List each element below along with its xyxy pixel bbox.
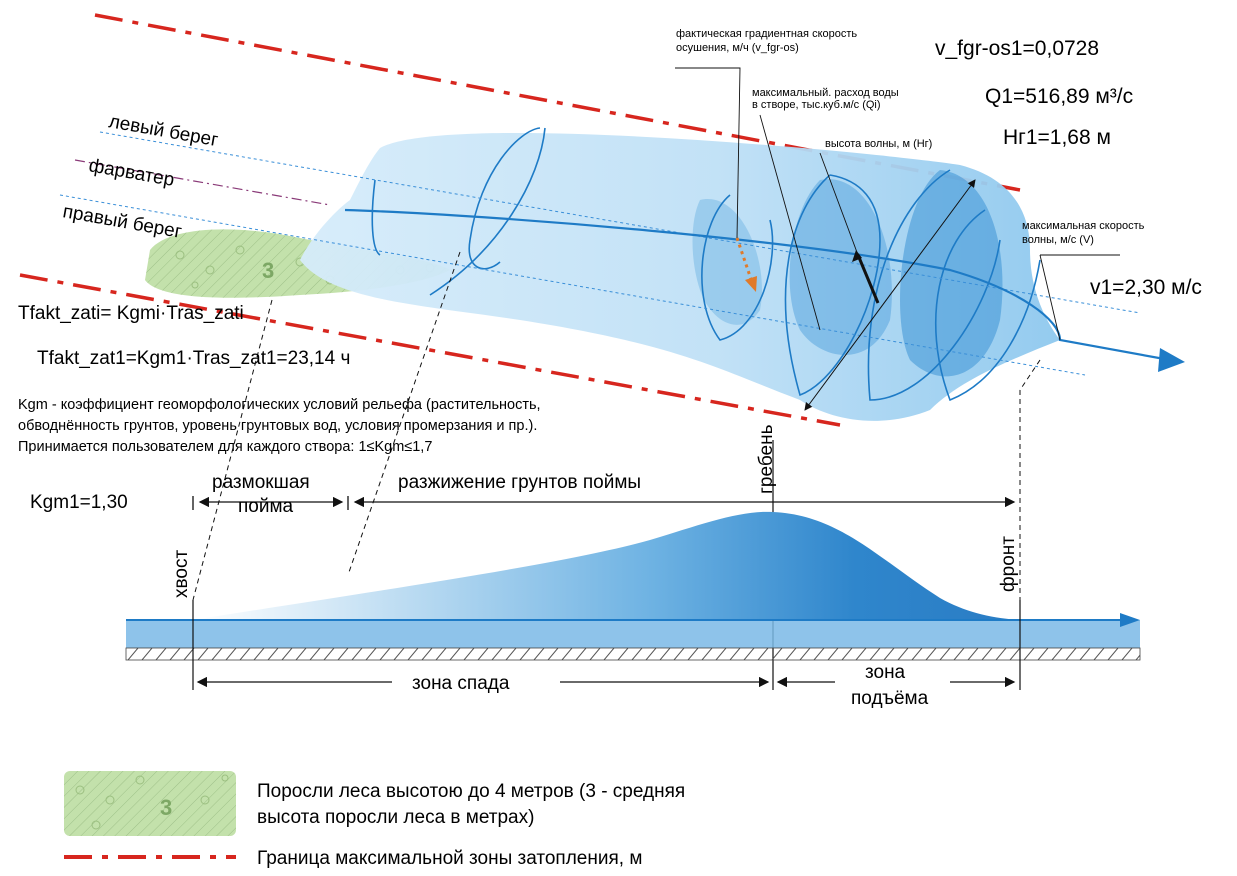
flood-wave-body	[300, 133, 1060, 421]
legend-forest-line2: высота поросли леса в метрах)	[257, 807, 534, 828]
v-value: v1=2,30 м/с	[1090, 276, 1202, 299]
leader-lines	[675, 67, 1120, 341]
liquefaction-label: разжижение грунтов поймы	[398, 472, 641, 493]
bank-lines	[59, 131, 1141, 376]
h-value: Hг1=1,68 м	[1003, 126, 1111, 149]
v-caption-line2: волны, м/с (V)	[1022, 234, 1094, 246]
v-caption-line1: максимальная скорость	[1022, 220, 1145, 232]
legend-forest-number: 3	[160, 795, 172, 820]
q-value: Q1=516,89 м³/с	[985, 85, 1133, 108]
crest-label: гребень	[756, 424, 777, 494]
q-caption-line1: максимальный. расход воды	[752, 87, 899, 99]
flood-boundary-lines	[19, 13, 1021, 427]
tail-label: хвост	[171, 550, 192, 598]
formula-specific: Tfakt_zat1=Kgm1·Tras_zat1=23,14 ч	[37, 348, 350, 369]
ground-strip	[125, 647, 1141, 661]
legend-forest-line1: Поросли леса высотою до 4 метров (3 - ср…	[257, 781, 685, 802]
wave-profile	[193, 511, 1020, 620]
legend-flood-boundary-label: Граница максимальной зоны затопления, м	[257, 848, 642, 869]
rise-zone-line1: зона	[865, 662, 906, 683]
soaked-floodplain-line2: пойма	[238, 496, 294, 517]
kgm-desc-line1: Kgm - коэффициент геоморфологических усл…	[18, 397, 541, 413]
legend-forest-swatch	[64, 771, 236, 836]
front-label: фронт	[998, 536, 1019, 592]
kgm-value: Kgm1=1,30	[30, 492, 128, 513]
fall-zone-label: зона спада	[412, 673, 510, 694]
projection-lines	[192, 251, 1041, 620]
left-bank-label: левый берег	[107, 111, 220, 151]
v-fgr-caption-line1: фактическая градиентная скорость	[676, 28, 857, 40]
v-fgr-value: v_fgr-os1=0,0728	[935, 37, 1099, 60]
crest-width-arrow	[804, 179, 976, 411]
flow-arrowhead-icon	[1158, 348, 1185, 372]
river-strip	[126, 620, 1140, 648]
forest-height-number: 3	[262, 258, 274, 283]
kgm-desc-line3: Принимается пользователем для каждого ст…	[18, 439, 432, 455]
rise-zone-line2: подъёма	[851, 688, 929, 709]
h-caption: высота волны, м (Hг)	[825, 138, 932, 150]
soaked-floodplain-line1: размокшая	[212, 472, 310, 493]
drying-gradient-arrow	[735, 237, 754, 283]
zone-arrows-top	[192, 496, 1016, 510]
v-fgr-caption-line2: осушения, м/ч (v_fgr-os)	[676, 42, 799, 54]
formula-general: Tfakt_zati= Kgmi·Tras_zati	[18, 303, 244, 324]
kgm-desc-line2: обводнённость грунтов, уровень грунтовых…	[18, 418, 537, 434]
q-caption-line2: в створе, тыс.куб.м/с (Qi)	[752, 99, 881, 111]
right-bank-label: правый берег	[61, 201, 183, 243]
fairway-label: фарватер	[87, 155, 176, 191]
